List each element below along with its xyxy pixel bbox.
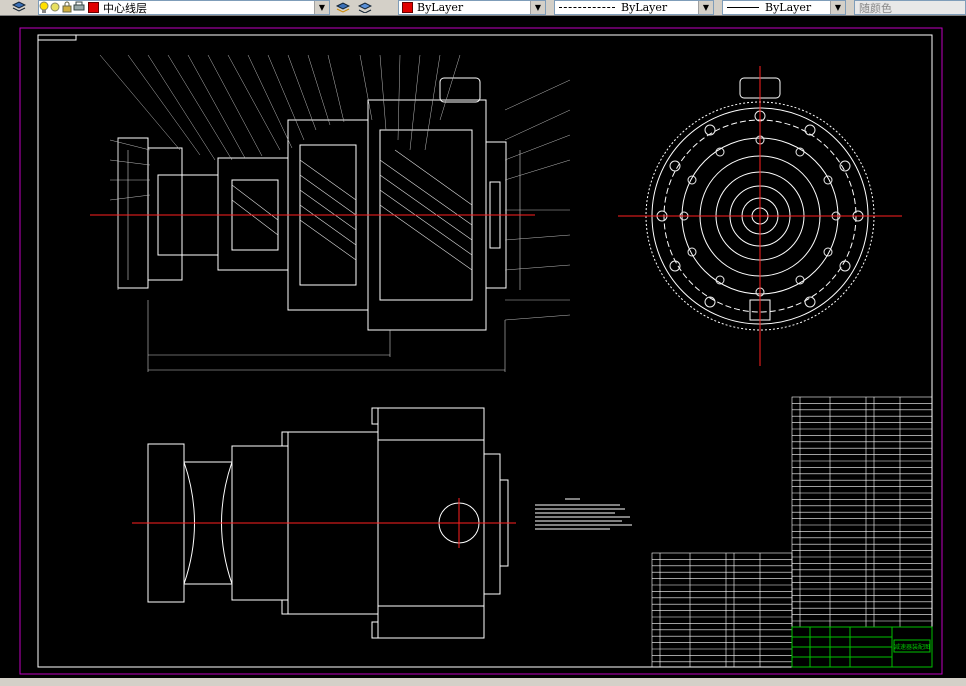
frame-corner-mark (38, 35, 77, 41)
title-block (791, 626, 933, 668)
printer-icon (73, 0, 85, 17)
properties-toolbar: 中心线层 ▼ ByLayer ▼ ByLayer ▼ ByLayer ▼ 随颜色 (0, 0, 966, 16)
make-current-button[interactable] (335, 0, 351, 17)
color-dropdown[interactable]: ByLayer ▼ (398, 0, 546, 15)
drawing-canvas[interactable]: 减速器装配图 (0, 16, 966, 686)
chevron-down-icon[interactable]: ▼ (530, 1, 545, 14)
chevron-down-icon[interactable]: ▼ (314, 1, 329, 14)
chevron-down-icon[interactable]: ▼ (830, 1, 845, 14)
plotstyle-value: 随颜色 (859, 1, 892, 15)
lineweight-dropdown[interactable]: ByLayer ▼ (722, 0, 846, 15)
title-block-name: 减速器装配图 (894, 643, 930, 651)
linetype-value: ByLayer (621, 1, 668, 14)
linetype-dropdown[interactable]: ByLayer ▼ (554, 0, 714, 15)
lineweight-sample (727, 7, 759, 8)
sun-icon (49, 0, 61, 17)
lightbulb-icon (39, 0, 49, 17)
status-bar (0, 678, 966, 686)
parts-list-lower (651, 552, 793, 668)
drawing-frame (37, 34, 933, 668)
layer-color-swatch (88, 2, 99, 13)
layer-previous-icon (357, 0, 373, 17)
layer-previous-button[interactable] (357, 0, 373, 17)
layer-current-icon (335, 0, 351, 17)
layer-name: 中心线层 (103, 1, 147, 15)
technical-notes (535, 498, 632, 530)
color-value: ByLayer (417, 1, 464, 14)
color-swatch (402, 2, 413, 13)
linetype-sample (559, 7, 615, 8)
layer-dropdown[interactable]: 中心线层 ▼ (38, 0, 330, 15)
layers-icon (11, 0, 27, 15)
chevron-down-icon[interactable]: ▼ (698, 1, 713, 14)
parts-list-table (791, 396, 933, 628)
layer-manager-button[interactable] (11, 0, 28, 15)
paper-border (19, 27, 943, 675)
section-view (99, 54, 571, 372)
lock-icon (61, 0, 73, 17)
plotstyle-dropdown: 随颜色 (854, 0, 966, 15)
lineweight-value: ByLayer (765, 1, 812, 14)
